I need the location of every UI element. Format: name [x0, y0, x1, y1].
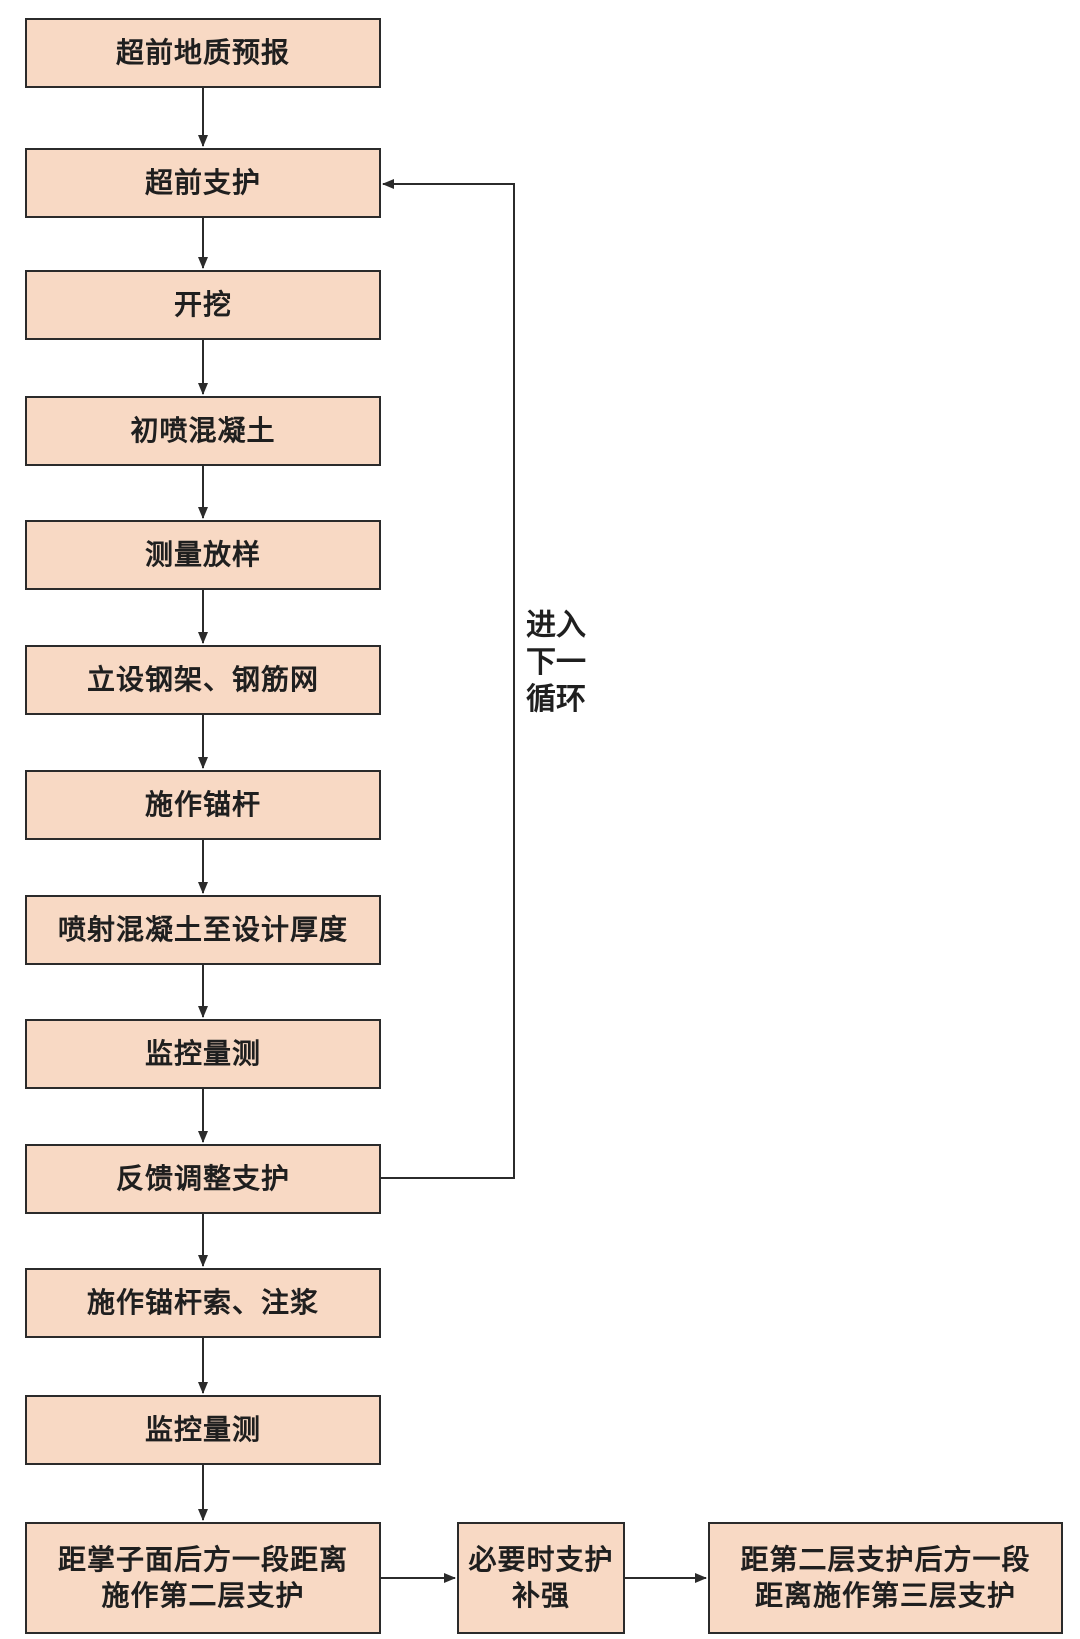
step-label-line: 补强	[511, 1579, 570, 1612]
loop-label-line: 循环	[526, 682, 586, 717]
step-rock-bolts: 施作锚杆	[25, 770, 381, 840]
loop-label-line: 进入	[526, 608, 586, 643]
step-monitoring-1: 监控量测	[25, 1019, 381, 1089]
step-monitoring-2: 监控量测	[25, 1395, 381, 1465]
step-reinforce-support: 必要时支护 补强	[457, 1522, 625, 1634]
step-excavation: 开挖	[25, 270, 381, 340]
step-feedback-adjust-support: 反馈调整支护	[25, 1144, 381, 1214]
step-steel-frame-mesh: 立设钢架、钢筋网	[25, 645, 381, 715]
step-label: 测量放样	[144, 538, 261, 571]
step-label: 初喷混凝土	[130, 414, 276, 447]
step-label-line: 必要时支护	[468, 1543, 614, 1576]
step-label: 开挖	[173, 288, 232, 321]
step-label: 超前地质预报	[115, 36, 290, 69]
step-label: 反馈调整支护	[115, 1162, 290, 1195]
step-anchor-cables-grouting: 施作锚杆索、注浆	[25, 1268, 381, 1338]
step-label-line: 距第二层支护后方一段	[740, 1543, 1031, 1576]
step-label: 喷射混凝土至设计厚度	[57, 913, 348, 946]
step-label: 超前支护	[144, 166, 261, 199]
step-label-line: 施作第二层支护	[101, 1579, 305, 1612]
step-advance-geological-forecast: 超前地质预报	[25, 18, 381, 88]
step-advance-support: 超前支护	[25, 148, 381, 218]
step-label: 施作锚杆	[144, 788, 261, 821]
step-third-layer-support: 距第二层支护后方一段 距离施作第三层支护	[708, 1522, 1063, 1634]
loop-label-line: 下一	[526, 645, 586, 680]
step-survey-layout: 测量放样	[25, 520, 381, 590]
step-label: 监控量测	[144, 1413, 261, 1446]
loop-label: 进入 下一 循环	[526, 607, 596, 718]
step-label-line: 距掌子面后方一段距离	[57, 1543, 348, 1576]
step-shotcrete-design-thickness: 喷射混凝土至设计厚度	[25, 895, 381, 965]
step-initial-shotcrete: 初喷混凝土	[25, 396, 381, 466]
step-second-layer-support: 距掌子面后方一段距离 施作第二层支护	[25, 1522, 381, 1634]
loop-connector	[381, 179, 515, 1179]
step-label: 施作锚杆索、注浆	[86, 1286, 319, 1319]
step-label: 监控量测	[144, 1037, 261, 1070]
step-label-line: 距离施作第三层支护	[754, 1579, 1016, 1612]
step-label: 立设钢架、钢筋网	[86, 663, 319, 696]
